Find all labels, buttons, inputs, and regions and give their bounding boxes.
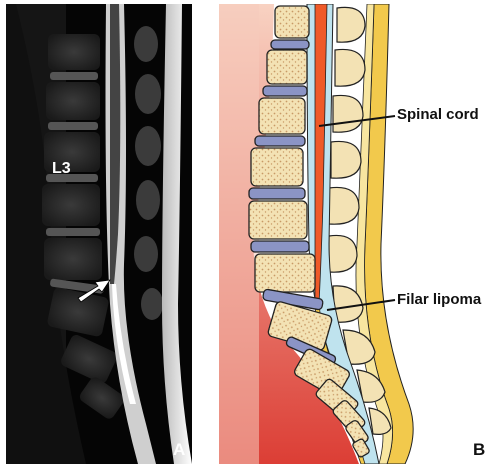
spine-illustration xyxy=(219,4,414,464)
mri-posterior-elements xyxy=(134,26,163,320)
posterior-elements xyxy=(328,6,392,435)
white-arrow-icon xyxy=(77,279,111,303)
panel-letter-a: A xyxy=(173,440,186,459)
filar-lipoma-leader-line xyxy=(326,299,396,311)
spinal-cord-shape xyxy=(314,4,328,305)
mri-panel: L3 A xyxy=(6,4,192,464)
mri-subcutaneous-fat xyxy=(162,4,192,464)
panel-letter-b: B xyxy=(473,440,486,459)
illustration-panel: Spinal cord Filar lipoma B xyxy=(219,4,497,464)
vertebral-column xyxy=(248,5,370,458)
mri-spinal-cord xyxy=(110,4,121,284)
spinal-cord-leader-line xyxy=(318,115,396,127)
vertebra-label: L3 xyxy=(52,160,71,177)
filar-lipoma-label: Filar lipoma xyxy=(397,291,482,308)
mri-image xyxy=(6,4,192,464)
spinal-cord-label: Spinal cord xyxy=(397,106,479,123)
mri-discs xyxy=(46,72,104,294)
mri-vertebral-bodies xyxy=(42,34,125,419)
mri-filar-lipoma xyxy=(112,284,136,404)
